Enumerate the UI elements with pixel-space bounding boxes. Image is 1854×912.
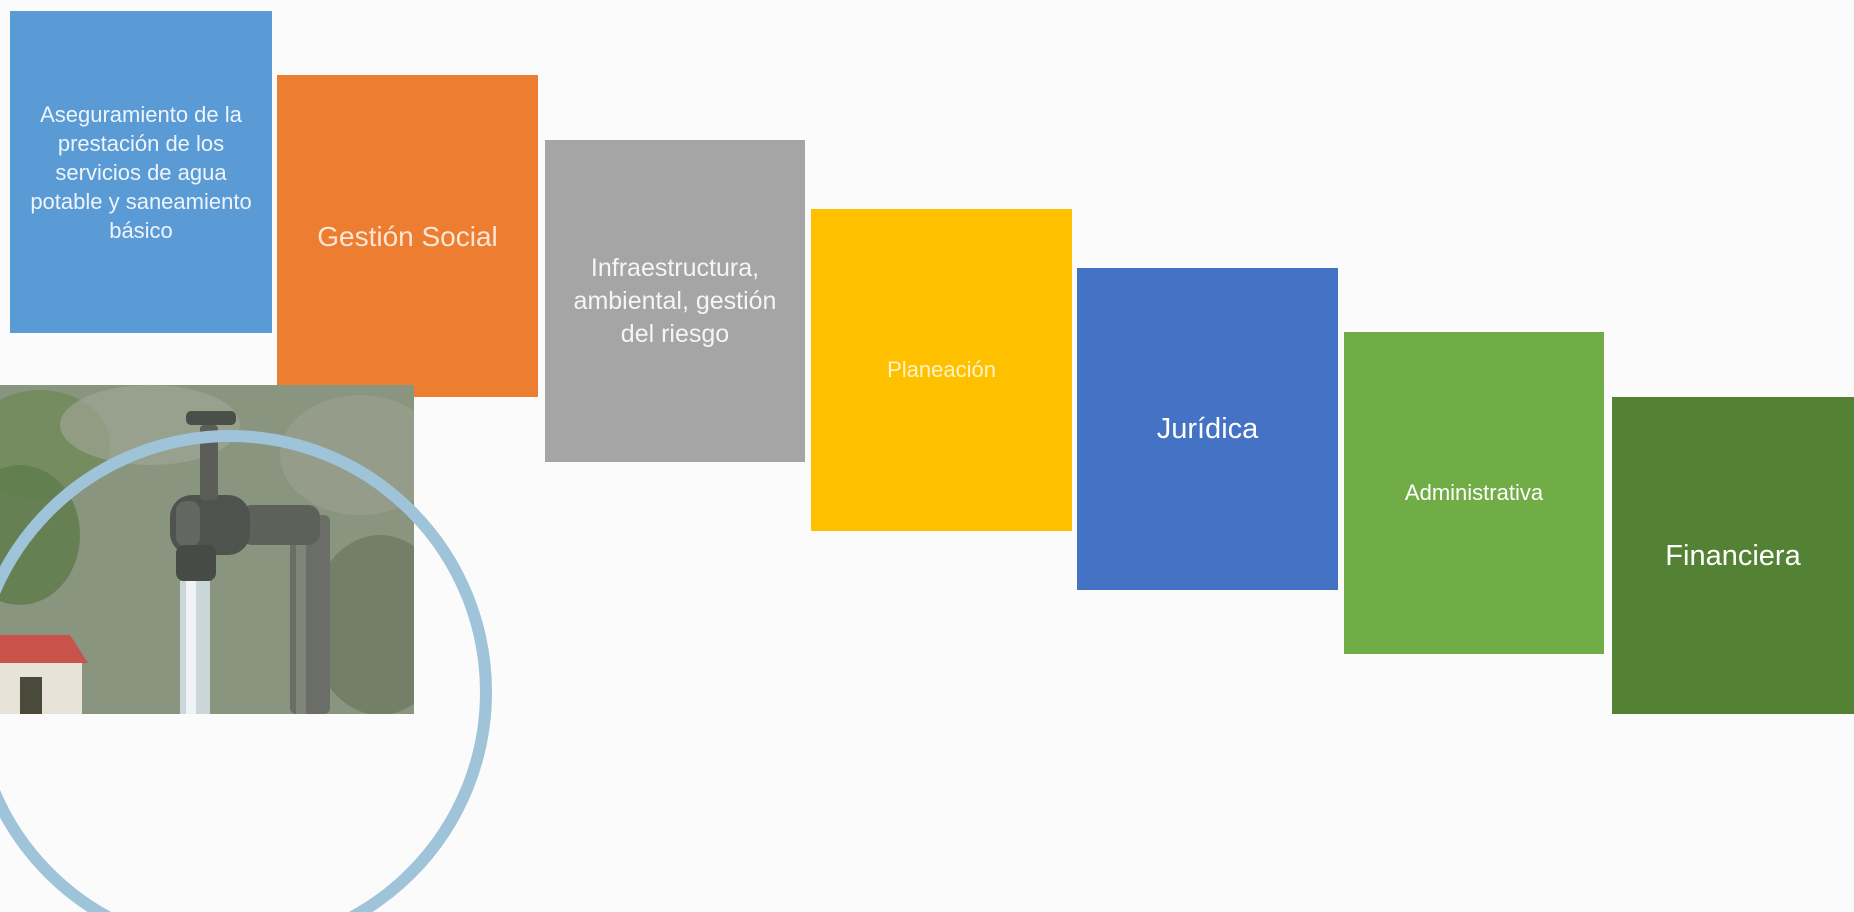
step-gestion-social: Gestión Social bbox=[277, 75, 538, 397]
step-label-financiera: Financiera bbox=[1665, 539, 1801, 572]
step-infraestructura: Infraestructura, ambiental, gestión del … bbox=[545, 140, 805, 462]
faucet-photo bbox=[0, 385, 414, 714]
step-planeacion: Planeación bbox=[811, 209, 1072, 531]
faucet-icon bbox=[0, 385, 414, 714]
step-label-gestion-social: Gestión Social bbox=[317, 220, 498, 252]
step-label-juridica: Jurídica bbox=[1156, 413, 1259, 445]
step-label-planeacion: Planeación bbox=[887, 357, 996, 382]
step-financiera: Financiera bbox=[1612, 397, 1854, 714]
step-aseguramiento: Aseguramiento de la prestación de los se… bbox=[10, 11, 272, 333]
step-juridica: Jurídica bbox=[1077, 268, 1338, 590]
step-label-aseguramiento: Aseguramiento de la prestación de los se… bbox=[30, 101, 252, 243]
step-label-infraestructura: Infraestructura, ambiental, gestión del … bbox=[573, 253, 777, 348]
step-administrativa: Administrativa bbox=[1344, 332, 1604, 654]
step-label-administrativa: Administrativa bbox=[1404, 480, 1544, 505]
